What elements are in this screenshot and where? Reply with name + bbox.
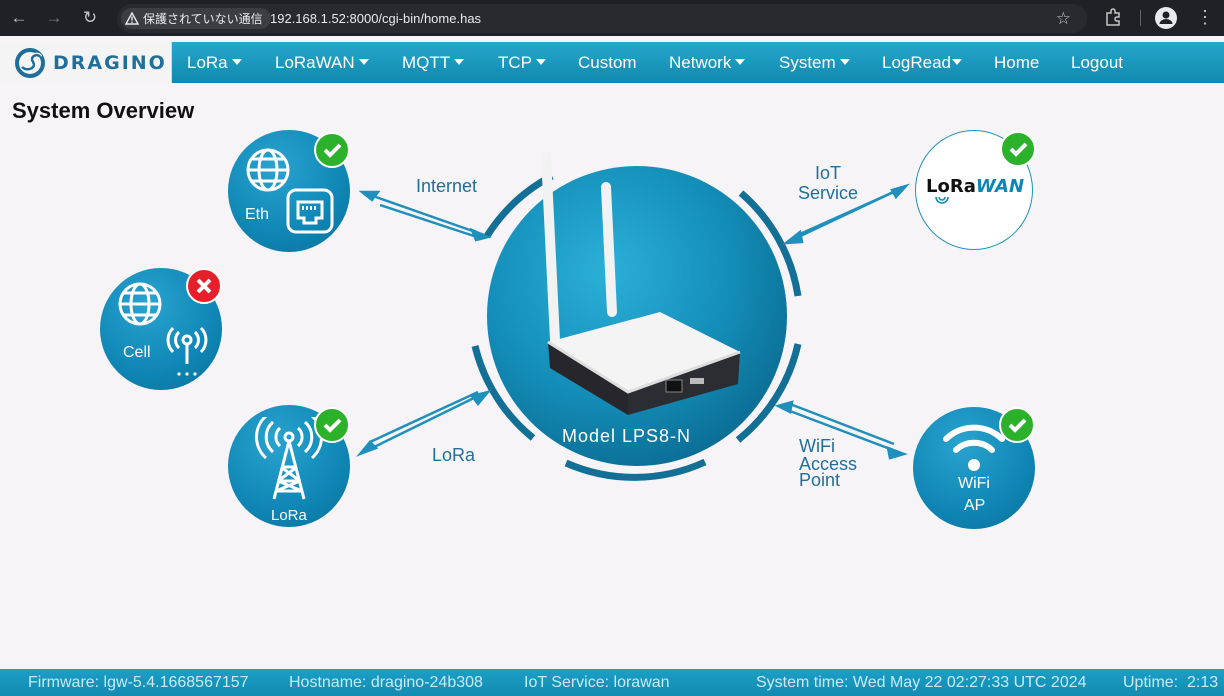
device-label: Model LPS8-N xyxy=(562,426,692,446)
iot-service-text: IoT Service: lorawan xyxy=(524,674,670,691)
browser-toolbar: ← → ↻ 保護されていない通信 192.168.1.52:8000/cgi-b… xyxy=(0,0,1224,36)
wifi-label-2: AP xyxy=(964,497,986,514)
antenna-right xyxy=(601,182,617,317)
nav-lorawan-label: LoRaWAN xyxy=(275,53,355,72)
main-navbar: DRAGINO LoRa LoRaWAN MQTT TCP Custom Net… xyxy=(0,42,1224,83)
caret-down-icon xyxy=(358,59,369,65)
caret-down-icon xyxy=(952,59,963,65)
label-wifi-3: Point xyxy=(799,470,841,490)
nav-logread[interactable]: LogRead xyxy=(882,42,963,83)
firmware-text: Firmware: lgw-5.4.1668567157 xyxy=(28,674,249,691)
browser-menu-icon[interactable]: ⋮ xyxy=(1196,7,1214,27)
security-chip[interactable]: 保護されていない通信 xyxy=(121,8,271,29)
lorawan-logo-b: WAN xyxy=(975,176,1025,197)
back-icon[interactable]: ← xyxy=(10,8,28,27)
nav-mqtt-label: MQTT xyxy=(402,53,451,72)
wifi-label-1: WiFi xyxy=(958,475,990,492)
label-internet: Internet xyxy=(416,176,478,196)
nav-logout-label: Logout xyxy=(1071,53,1123,72)
lorawan-logo-a: LoRa xyxy=(926,176,976,197)
system-time-text: System time: Wed May 22 02:27:33 UTC 202… xyxy=(756,674,1087,691)
toolbar-divider xyxy=(1140,10,1141,26)
cell-antenna-icon xyxy=(166,326,208,376)
eth-status-ok-icon xyxy=(314,132,350,168)
eth-label: Eth xyxy=(245,206,270,223)
status-footer: Firmware: lgw-5.4.1668567157 Hostname: d… xyxy=(0,669,1224,696)
ethernet-port-icon xyxy=(286,188,334,234)
dragino-logo-icon xyxy=(15,47,45,78)
label-wifi-1: WiFi xyxy=(799,436,835,456)
page-title: System Overview xyxy=(12,98,195,123)
device-ring xyxy=(471,172,802,481)
device-circle xyxy=(487,166,787,466)
caret-down-icon xyxy=(454,59,465,65)
nav-network[interactable]: Network xyxy=(669,42,746,83)
signal-waves-icon xyxy=(935,196,949,204)
caret-down-icon xyxy=(536,59,546,65)
antenna-left xyxy=(541,151,560,345)
nav-custom[interactable]: Custom xyxy=(578,42,637,83)
label-iot-2: Service xyxy=(798,183,859,203)
nav-mqtt[interactable]: MQTT xyxy=(402,42,465,83)
cell-status-error-icon xyxy=(186,268,222,304)
lora-node: LoRa xyxy=(228,405,350,527)
reload-icon[interactable]: ↻ xyxy=(82,8,98,27)
lora-status-ok-icon xyxy=(314,407,350,443)
lorawan-logo: LoRaWAN xyxy=(926,176,1024,197)
wifi-node: WiFi AP xyxy=(913,407,1035,529)
nav-tcp[interactable]: TCP xyxy=(498,42,546,83)
label-lora-link: LoRa xyxy=(432,445,476,465)
wifi-icon xyxy=(943,424,1005,471)
arrow-wifi-a xyxy=(781,406,899,454)
nav-logread-label: LogRead xyxy=(882,53,952,72)
nav-custom-label: Custom xyxy=(578,53,637,72)
url-text[interactable]: 192.168.1.52:8000/cgi-bin/home.has xyxy=(270,11,482,26)
cell-label: Cell xyxy=(123,344,151,361)
arrow-internet-a xyxy=(369,193,485,237)
arrow-internet-b xyxy=(379,203,481,240)
nav-home[interactable]: Home xyxy=(994,42,1039,83)
forward-icon[interactable]: → xyxy=(45,8,63,27)
gateway-device-icon xyxy=(547,312,741,415)
eth-node: Eth xyxy=(228,130,350,252)
caret-down-icon xyxy=(735,59,746,65)
arrow-lora-a xyxy=(363,392,483,454)
caret-down-icon xyxy=(231,59,242,65)
hostname-text: Hostname: dragino-24b308 xyxy=(289,674,483,691)
globe-icon xyxy=(118,282,162,326)
lora-label: LoRa xyxy=(271,507,307,524)
uptime-text: Uptime: 2:13 xyxy=(1123,674,1219,691)
globe-icon xyxy=(246,148,290,192)
label-wifi-2: Access xyxy=(799,454,858,474)
radio-tower-icon xyxy=(255,417,323,500)
nav-lora-label: LoRa xyxy=(187,53,228,72)
bookmark-star-icon[interactable]: ☆ xyxy=(1055,9,1071,28)
dragino-logo[interactable]: DRAGINO xyxy=(0,42,172,83)
security-label: 保護されていない通信 xyxy=(143,12,263,26)
cell-node: Cell xyxy=(100,268,222,390)
nav-system[interactable]: System xyxy=(779,42,850,83)
connection-arrows xyxy=(356,183,910,460)
nav-logout[interactable]: Logout xyxy=(1071,42,1123,83)
nav-home-label: Home xyxy=(994,53,1040,72)
wifi-status-ok-icon xyxy=(999,407,1035,443)
nav-lorawan[interactable]: LoRaWAN xyxy=(275,42,369,83)
address-bar[interactable]: 保護されていない通信 192.168.1.52:8000/cgi-bin/hom… xyxy=(117,4,1087,33)
warning-icon xyxy=(125,12,139,25)
nav-lora[interactable]: LoRa xyxy=(187,42,242,83)
nav-tcp-label: TCP xyxy=(498,53,532,72)
lorawan-status-ok-icon xyxy=(1000,131,1036,167)
nav-system-label: System xyxy=(779,53,836,72)
lorawan-node: LoRaWAN xyxy=(915,130,1036,250)
nav-network-label: Network xyxy=(669,53,732,72)
logo-text: DRAGINO xyxy=(53,51,167,74)
label-iot-1: IoT xyxy=(815,163,842,183)
extensions-icon[interactable] xyxy=(1104,8,1122,26)
caret-down-icon xyxy=(839,59,850,65)
profile-avatar-icon[interactable] xyxy=(1155,7,1177,29)
